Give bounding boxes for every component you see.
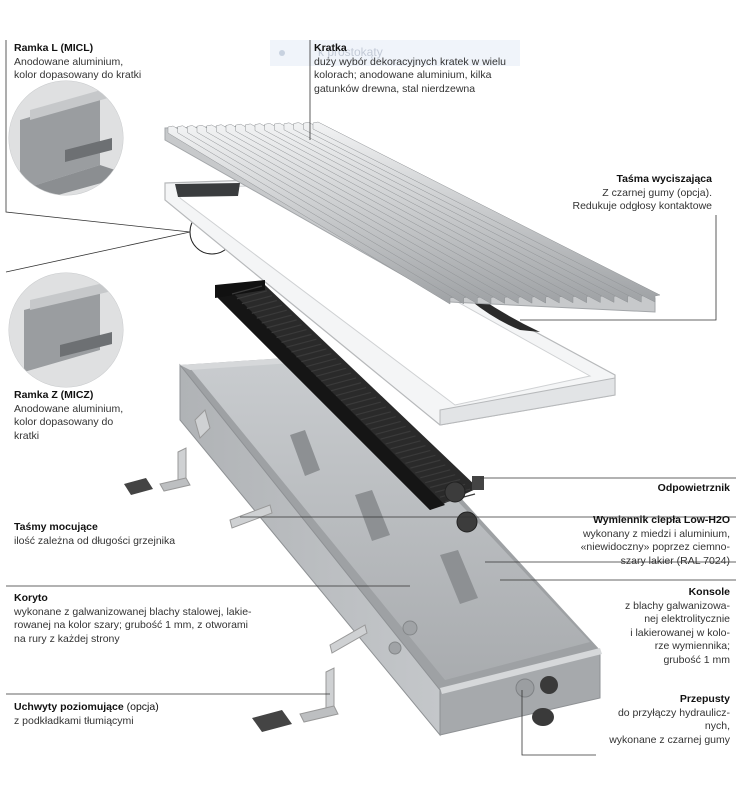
kratka-title: Kratka: [314, 42, 347, 54]
heater-fin: [261, 314, 292, 324]
kratka-desc: duży wybór dekoracyjnych kratek w wielu …: [314, 55, 506, 95]
ghost-dot: [279, 50, 285, 56]
levelling-brackets: [124, 447, 554, 732]
consoles: [290, 430, 478, 604]
heater-fin: [420, 469, 451, 479]
heat-exchanger: [215, 280, 484, 533]
przepusty-desc: do przyłączy hydraulicz- nych, wykonane …: [609, 706, 730, 746]
odpowietrznik-title: Odpowietrznik: [657, 482, 730, 494]
tasmy-mocujace-title: Taśmy mocujące: [14, 521, 98, 533]
label-wymiennik: Wymiennik ciepła Low-H2O wykonany z mied…: [540, 514, 730, 568]
heater-fin: [306, 357, 337, 368]
heater-fin: [271, 324, 302, 334]
ramka-l-desc: Anodowane aluminium, kolor dopasowany do…: [14, 55, 142, 82]
heater-fin: [355, 406, 386, 416]
ramka-z-desc: Anodowane aluminium, kolor dopasowany do…: [14, 402, 124, 442]
heater-fin: [425, 474, 456, 484]
label-uchwyty: Uchwyty poziomujące (opcja) z podkładkam…: [14, 701, 234, 728]
heater-fin: [311, 362, 342, 372]
wymiennik-title: Wymiennik ciepła Low-H2O: [593, 514, 730, 526]
tasma-wyciszajaca-desc: Z czarnej gumy (opcja). Redukuje odgłosy…: [572, 186, 712, 213]
heater-fin: [385, 435, 416, 445]
heater-fin: [360, 411, 391, 421]
uchwyty-title-opt: (opcja): [126, 701, 159, 713]
ghost-box: [270, 40, 520, 66]
heater-fin: [350, 401, 382, 411]
trough: [179, 355, 602, 737]
heater-fin: [400, 449, 431, 460]
tasma-wyciszajaca-title: Taśma wyciszająca: [616, 173, 712, 185]
uchwyty-desc: z podkładkami tłumiącymi: [14, 714, 134, 727]
tasmy-mocujace-desc: ilość zależna od długości grzejnika: [14, 534, 176, 547]
uchwyty-title-main: Uchwyty poziomujące: [14, 701, 124, 713]
detail-circle-z: [8, 272, 124, 388]
ghost-search-text: k prostokąty: [318, 45, 383, 59]
heater-fin: [325, 377, 357, 387]
heater-fin: [370, 420, 401, 431]
konsole-title: Konsole: [688, 586, 730, 598]
label-ramka-z: Ramka Z (MICZ) Anodowane aluminium, kolo…: [14, 389, 164, 443]
label-kratka: Kratka duży wybór dekoracyjnych kratek w…: [314, 42, 544, 96]
heater-fin: [330, 382, 362, 392]
leader-lines: [5, 40, 736, 756]
grille-bar: [167, 125, 456, 305]
wymiennik-desc: wykonany z miedzi i aluminium, «niewidoc…: [580, 527, 730, 567]
grille-bar: [206, 124, 511, 304]
heater-fin: [415, 464, 446, 474]
grille-bar: [187, 125, 484, 305]
heater-fin: [231, 285, 263, 295]
heater-fin: [390, 440, 421, 450]
heater-fin: [296, 348, 327, 358]
label-tasma-wyciszajaca: Taśma wyciszająca Z czarnej gumy (opcja)…: [548, 173, 712, 214]
label-odpowietrznik: Odpowietrznik: [560, 482, 730, 496]
heater-fin: [236, 290, 268, 300]
heater-fin: [281, 333, 312, 343]
ramka-l-title: Ramka L (MICL): [14, 42, 94, 54]
grille-bar: [177, 125, 470, 305]
label-konsole: Konsole z blachy galwanizowa- nej elektr…: [600, 586, 730, 667]
label-koryto: Koryto wykonane z galwanizowanej blachy …: [14, 592, 274, 646]
heater-fin: [335, 387, 367, 397]
label-ramka-l: Ramka L (MICL) Anodowane aluminium, kolo…: [14, 42, 164, 83]
heater-fin: [405, 454, 436, 464]
label-przepusty: Przepusty do przyłączy hydraulicz- nych,…: [590, 693, 730, 747]
konsole-desc: z blachy galwanizowa- nej elektrolityczn…: [624, 599, 730, 666]
label-tasmy-mocujace: Taśmy mocujące ilość zależna od długości…: [14, 521, 234, 548]
heater-fin: [345, 396, 377, 406]
heater-fin: [256, 309, 287, 319]
frame: [164, 179, 616, 426]
heater-fin: [286, 338, 317, 348]
ramka-z-title: Ramka Z (MICZ): [14, 389, 94, 401]
heater-fin: [410, 459, 441, 469]
heater-fin: [380, 430, 411, 440]
heater-fin: [365, 416, 396, 426]
detail-circle-l: [8, 80, 124, 196]
heater-fin: [395, 445, 426, 455]
grille-bar: [196, 124, 497, 305]
koryto-desc: wykonane z galwanizowanej blachy stalowe…: [14, 605, 252, 645]
uchwyty-title: Uchwyty poziomujące (opcja): [14, 701, 234, 715]
heater-fin: [429, 478, 461, 489]
heater-fin: [321, 372, 352, 382]
przepusty-title: Przepusty: [679, 693, 730, 705]
grille-bar: [312, 121, 661, 303]
koryto-title: Koryto: [14, 592, 48, 604]
mounting-straps: [194, 409, 368, 654]
heater-fin: [340, 391, 372, 401]
heater-fin: [291, 343, 322, 353]
heater-fin: [375, 425, 406, 435]
heater-fin: [301, 353, 332, 363]
heater-fin: [246, 299, 278, 310]
heater-fin: [276, 328, 307, 339]
heater-fin: [316, 367, 347, 377]
heater-fin: [266, 319, 297, 329]
heater-fin: [251, 304, 282, 314]
heater-fin: [241, 295, 273, 305]
